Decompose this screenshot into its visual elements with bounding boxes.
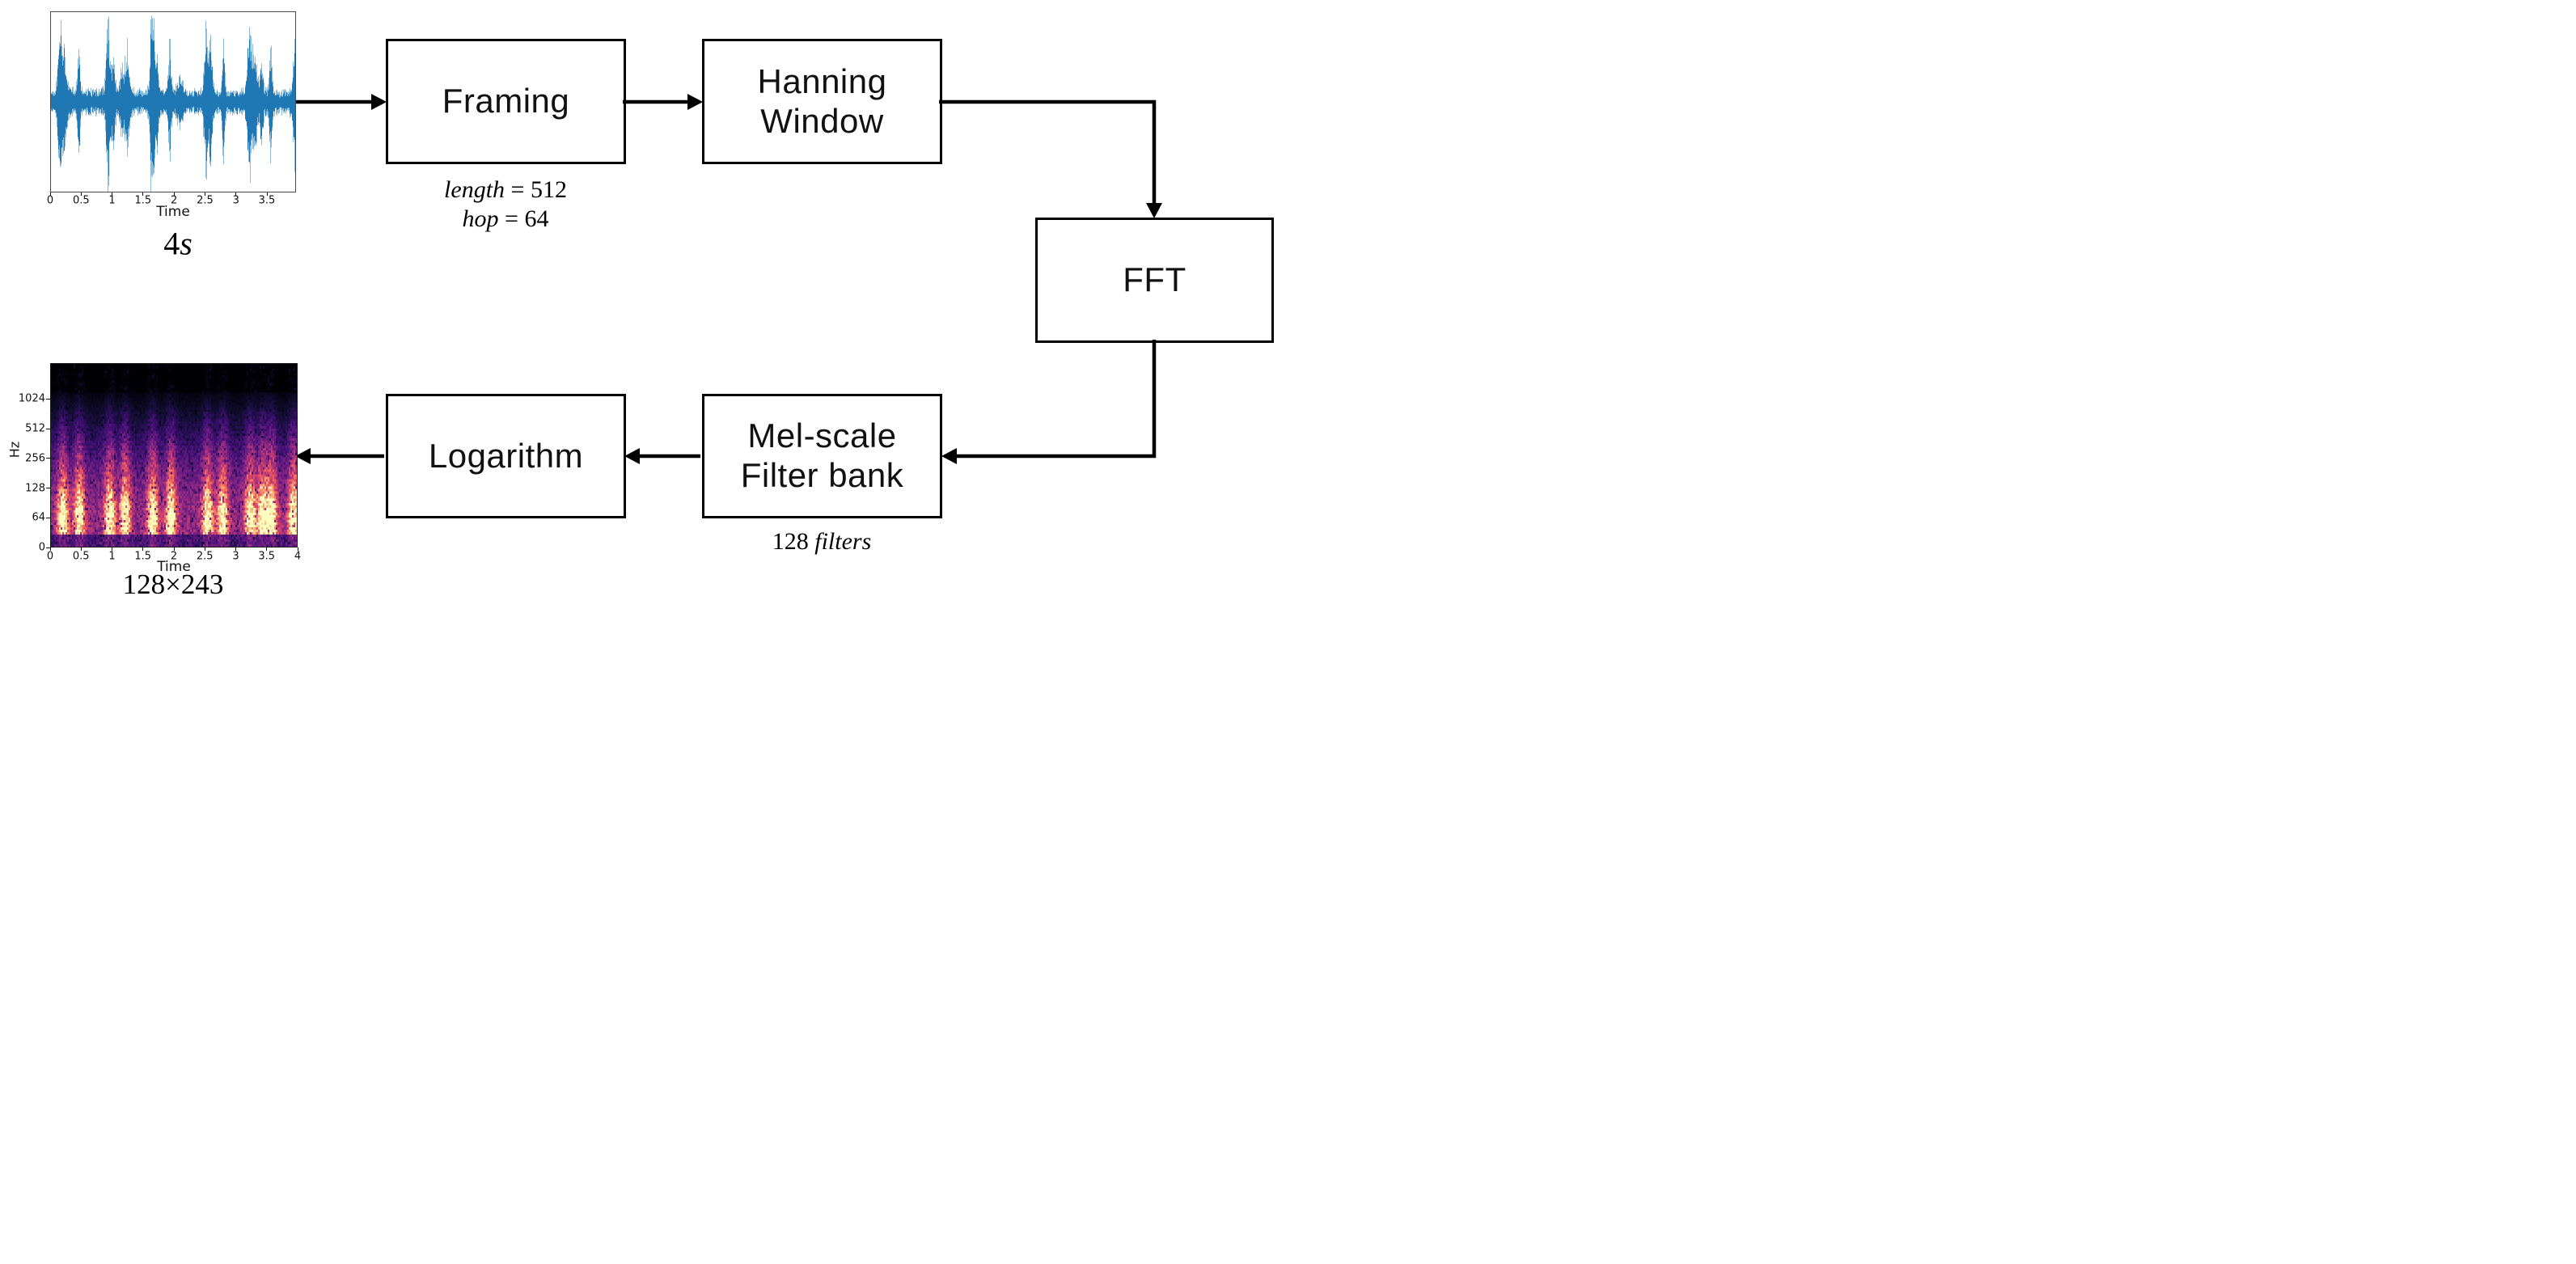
arrowhead-left-icon: [624, 448, 640, 464]
x-tick-label: 0.5: [72, 550, 90, 563]
waveform-chart: [51, 12, 295, 192]
framing-box-label: Framing: [442, 82, 570, 120]
math-run: hop: [462, 205, 499, 232]
x-tick-label: 1: [108, 194, 116, 207]
math-run: = 64: [498, 205, 549, 232]
tick-mark: [49, 547, 51, 551]
x-tick-label: 2: [170, 550, 178, 563]
tick-mark: [80, 547, 82, 551]
waveform-xlabel: Time: [156, 204, 190, 220]
mel-filters-annotation: 128 filters: [772, 528, 872, 556]
math-run: 4: [163, 225, 180, 262]
tick-mark: [80, 192, 82, 196]
x-tick-label: 2: [171, 194, 178, 207]
fft-box-label: FFT: [1123, 260, 1186, 299]
hanning-window-box-label-line1: Hanning: [757, 61, 887, 100]
y-tick-label: 128: [25, 482, 45, 495]
fft-box: FFT: [1035, 218, 1274, 343]
math-run: 128: [772, 528, 815, 555]
x-tick-label: 1.5: [134, 550, 152, 563]
mel-spectrogram-chart: [51, 364, 297, 547]
arrowhead-left-icon: [941, 448, 957, 464]
math-run: = 512: [505, 176, 567, 203]
arrow-hanning-to-fft: [939, 99, 1157, 205]
y-tick-label: 1024: [18, 392, 45, 405]
x-tick-label: 2.5: [196, 550, 214, 563]
math-run: filters: [814, 528, 872, 555]
spectrogram-xlabel: Time: [157, 559, 191, 575]
waveform-plot-area: [50, 11, 296, 192]
spectrogram-ylabel: Hz: [6, 441, 23, 459]
x-tick-label: 3.5: [258, 194, 276, 207]
waveform-caption: 4s: [163, 225, 192, 263]
framing-box: Framing: [386, 39, 626, 164]
tick-mark: [142, 547, 144, 551]
framing-length-annotation: length = 512: [444, 176, 567, 204]
spectrogram-plot-area: [50, 363, 298, 547]
tick-mark: [173, 547, 175, 551]
tick-mark: [266, 192, 268, 196]
arrowhead-right-icon: [371, 94, 387, 110]
logarithm-box-label: Logarithm: [428, 436, 584, 475]
x-tick-label: 3.5: [258, 550, 276, 563]
tick-mark: [266, 547, 268, 551]
x-tick-label: 3: [232, 550, 239, 563]
arrowhead-down-icon: [1146, 203, 1162, 218]
y-tick-label: 256: [25, 452, 45, 465]
hanning-window-box: Hanning Window: [702, 39, 942, 164]
x-tick-label: 0: [46, 550, 54, 563]
mel-filter-bank-box-label-line1: Mel-scale: [747, 416, 897, 455]
tick-mark: [46, 547, 50, 548]
spectrogram-caption: 128×243: [122, 569, 224, 600]
tick-mark: [46, 458, 50, 459]
tick-mark: [235, 192, 237, 196]
hanning-window-box-label-line2: Window: [760, 101, 884, 140]
x-tick-label: 2.5: [197, 194, 214, 207]
x-tick-label: 4: [294, 550, 302, 563]
math-run: length: [444, 176, 505, 203]
y-tick-label: 0: [38, 541, 45, 554]
tick-mark: [142, 192, 144, 196]
y-tick-label: 64: [32, 511, 45, 524]
mel-filter-bank-box: Mel-scale Filter bank: [702, 394, 942, 518]
arrowhead-right-icon: [687, 94, 703, 110]
x-tick-label: 1.5: [134, 194, 152, 207]
logarithm-box: Logarithm: [386, 394, 626, 518]
tick-mark: [235, 547, 236, 551]
x-tick-label: 1: [108, 550, 116, 563]
mel-filter-bank-box-label-line2: Filter bank: [740, 456, 904, 494]
arrow-fft-to-mel: [954, 340, 1157, 459]
x-tick-label: 0: [46, 194, 54, 207]
x-tick-label: 3: [232, 194, 239, 207]
tick-mark: [49, 192, 51, 196]
math-run: s: [180, 225, 192, 262]
framing-hop-annotation: hop = 64: [463, 205, 549, 233]
y-tick-label: 512: [25, 422, 45, 435]
x-tick-label: 0.5: [72, 194, 90, 207]
tick-mark: [173, 192, 175, 196]
